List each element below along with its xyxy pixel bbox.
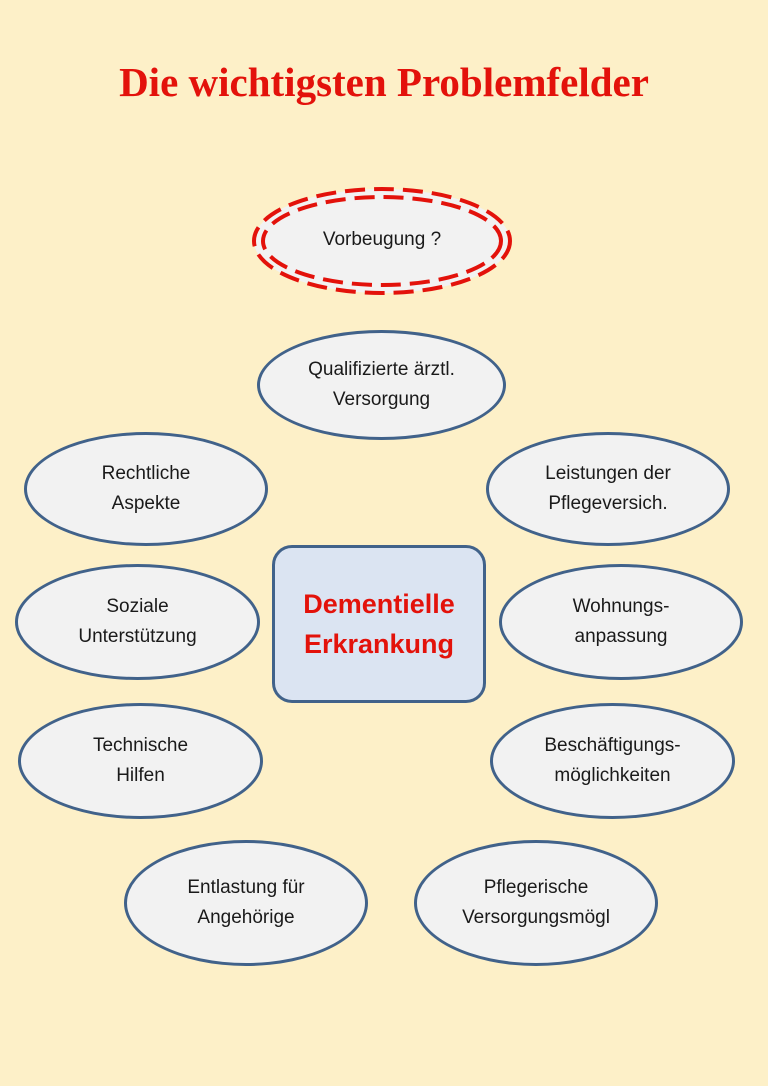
node-medical-care: Qualifizierte ärztl. Versorgung [257, 330, 506, 440]
center-node: Dementielle Erkrankung [272, 545, 486, 703]
prevention-node: Vorbeugung ? [250, 185, 514, 297]
node-occupation-label: Beschäftigungs- möglichkeiten [544, 735, 681, 786]
node-technical-aids-label: Technische Hilfen [92, 735, 189, 786]
node-housing: Wohnungs- anpassung [499, 564, 743, 680]
node-legal-label: Rechtliche Aspekte [101, 463, 191, 514]
center-node-label: Dementielle Erkrankung [303, 589, 455, 659]
node-technical-aids: Technische Hilfen [18, 703, 263, 819]
prevention-label: Vorbeugung ? [322, 229, 442, 250]
node-occupation: Beschäftigungs- möglichkeiten [490, 703, 735, 819]
node-housing-label: Wohnungs- anpassung [572, 596, 670, 647]
node-relief: Entlastung für Angehörige [124, 840, 368, 966]
node-legal: Rechtliche Aspekte [24, 432, 268, 546]
node-medical-care-label: Qualifizierte ärztl. Versorgung [308, 359, 455, 410]
page-title: Die wichtigsten Problemfelder [119, 59, 649, 105]
node-nursing-label: Pflegerische Versorgungsmögl [462, 877, 610, 928]
node-nursing: Pflegerische Versorgungsmögl [414, 840, 658, 966]
node-care-insurance: Leistungen der Pflegeversich. [486, 432, 730, 546]
node-care-insurance-label: Leistungen der Pflegeversich. [545, 463, 671, 514]
node-social-support: Soziale Unterstützung [15, 564, 260, 680]
node-social-support-label: Soziale Unterstützung [78, 596, 197, 647]
prevention-dashed-outline [252, 187, 512, 295]
node-relief-label: Entlastung für Angehörige [187, 877, 305, 928]
